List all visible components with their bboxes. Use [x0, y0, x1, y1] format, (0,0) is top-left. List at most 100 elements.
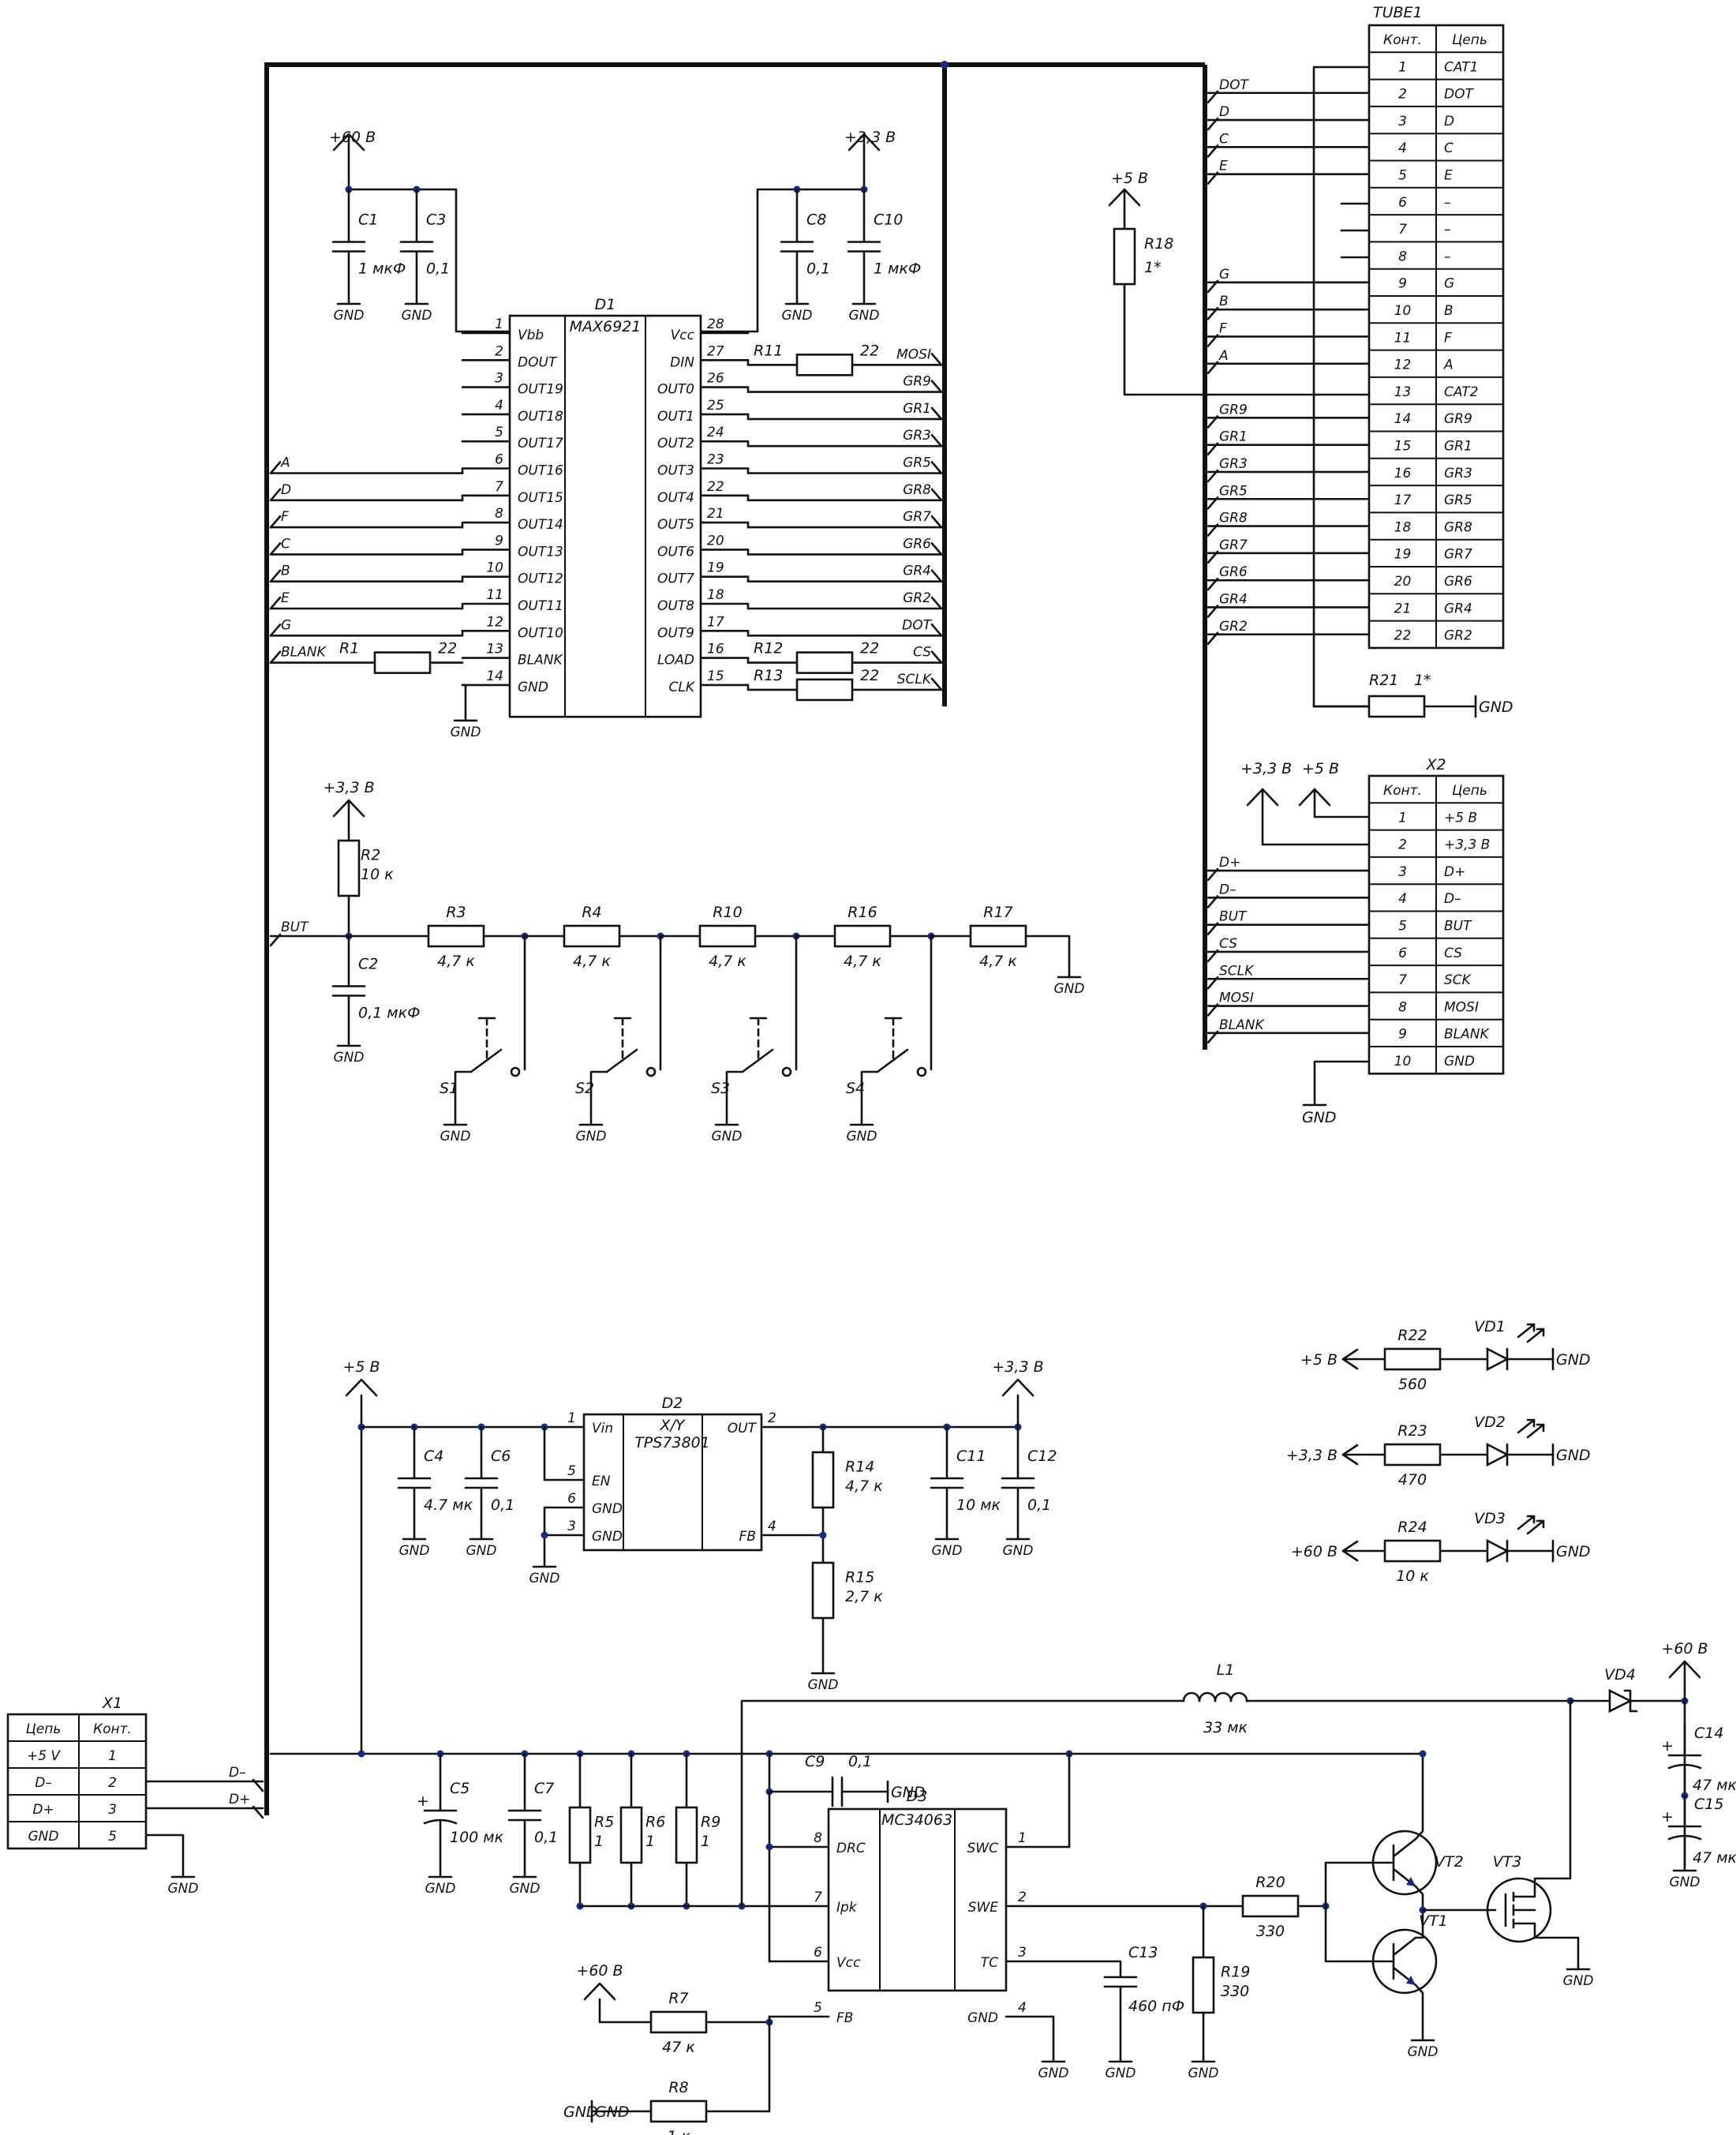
wire — [1207, 895, 1219, 908]
table-cell: 3 — [1398, 864, 1407, 880]
table-cell: D– — [1444, 891, 1461, 907]
transistor-ref: VT3 — [1493, 1853, 1522, 1871]
wire — [1207, 550, 1219, 564]
cap-value: 0,1 — [426, 260, 450, 278]
inductor-value: 33 мк — [1203, 1719, 1248, 1736]
transistor-ref: VT1 — [1419, 1912, 1448, 1930]
gnd-label: GND — [1556, 1543, 1591, 1560]
wire — [930, 542, 943, 556]
gnd-label: GND — [466, 1543, 497, 1559]
resistor-ref: R24 — [1397, 1519, 1427, 1536]
wire — [1001, 1378, 1034, 1397]
wire — [1512, 1699, 1572, 1898]
resistor-body — [649, 2099, 708, 2123]
diode-triangle — [1608, 1688, 1633, 1714]
cap-plus: + — [1661, 1808, 1674, 1826]
resistor-ref: R8 — [668, 2079, 688, 2096]
resistor-body — [795, 678, 854, 702]
gnd-label: GND — [576, 1129, 607, 1144]
table-cell: – — [1444, 195, 1451, 211]
pin-number: 22 — [707, 479, 724, 495]
table-cell: GR6 — [1444, 574, 1472, 590]
table-header: Конт. — [93, 1721, 132, 1737]
wire — [269, 650, 282, 664]
inductor-coil — [1198, 1691, 1217, 1702]
resistor-value: 1 — [645, 1833, 655, 1850]
gnd-label: GND — [168, 1881, 199, 1897]
table-cell: 22 — [1394, 628, 1412, 644]
net-label: D+ — [229, 1792, 250, 1807]
gnd-label: GND — [451, 725, 481, 740]
gnd-label: GND — [1106, 2066, 1136, 2081]
resistor-body — [337, 839, 361, 897]
wire — [1207, 976, 1219, 990]
table-frame — [6, 1713, 148, 1850]
net-label: E — [281, 590, 290, 606]
switch-contact — [781, 1066, 792, 1077]
wire — [930, 433, 943, 448]
cap-ref: C4 — [424, 1448, 443, 1465]
table-cell: GR9 — [1444, 411, 1472, 427]
cap-value: 0,1 — [491, 1496, 514, 1514]
resistor-ref: R11 — [754, 342, 783, 359]
resistor-body — [427, 924, 485, 948]
transistor-arrow — [1406, 1976, 1416, 1985]
wire — [1536, 1423, 1545, 1433]
net-label: G — [1219, 267, 1229, 283]
cap-ref: C11 — [956, 1448, 986, 1465]
pin-number: 4 — [495, 398, 503, 414]
junction-dot — [765, 1843, 773, 1851]
net-label: GR8 — [903, 482, 931, 498]
resistor-value: 4,7 к — [979, 953, 1017, 970]
table-cell: 2 — [1398, 837, 1407, 853]
net-label: CS — [1219, 936, 1237, 952]
wire — [269, 515, 282, 529]
x2-rail-wiring: +3,3 В +5 В GND — [1240, 760, 1371, 1126]
diode-ref: VD4 — [1604, 1666, 1636, 1684]
resistor-value: 10 к — [361, 866, 394, 883]
chip-part: TPS73801 — [634, 1434, 710, 1451]
table-cell: GR2 — [1444, 628, 1472, 644]
pin-name: OUT15 — [518, 490, 563, 506]
net-label: GR3 — [903, 428, 931, 444]
net-label: E — [1219, 159, 1228, 174]
pin-name: GND — [518, 680, 548, 695]
wire — [1207, 867, 1219, 882]
net-label: G — [281, 617, 291, 633]
net-label: BLANK — [281, 645, 327, 661]
table-cell: 2 — [108, 1775, 117, 1791]
resistor-value: 1 — [701, 1833, 710, 1850]
resistor-body — [675, 1806, 698, 1864]
wire — [1207, 631, 1219, 646]
net-label: SCLK — [1219, 963, 1255, 979]
table-title: TUBE1 — [1373, 4, 1423, 21]
net-label: SCLK — [897, 672, 933, 687]
resistor-body — [568, 1806, 592, 1864]
led-ref: VD3 — [1474, 1510, 1506, 1527]
cap-ref: C12 — [1027, 1448, 1057, 1465]
wire — [1392, 1837, 1417, 1858]
table-cell: +3,3 В — [1444, 837, 1490, 853]
pin-number: 2 — [768, 1410, 776, 1426]
net-label: D– — [229, 1765, 246, 1781]
table-cell: BLANK — [1444, 1027, 1490, 1043]
pin-number: 3 — [1018, 1945, 1027, 1961]
resistor-body — [1192, 1956, 1215, 2014]
net-label: GR4 — [1219, 591, 1248, 607]
wire — [1207, 1030, 1219, 1044]
wire — [598, 1998, 653, 2024]
cap-ref: C15 — [1694, 1796, 1723, 1813]
mc34063-body — [827, 1807, 1008, 1992]
transistor-circle — [1486, 1877, 1552, 1943]
resistor-body — [969, 924, 1027, 948]
chip-part: MC34063 — [881, 1811, 952, 1829]
resistor-value: 560 — [1398, 1376, 1427, 1393]
gnd-label: GND — [808, 1677, 839, 1693]
resistor-ref: R5 — [594, 1814, 614, 1831]
table-cell: 1 — [108, 1748, 117, 1764]
table-title: X2 — [1425, 756, 1446, 773]
net-label: DOT — [902, 617, 932, 633]
table-cell: GR7 — [1444, 547, 1472, 563]
resistor-body — [563, 924, 621, 948]
